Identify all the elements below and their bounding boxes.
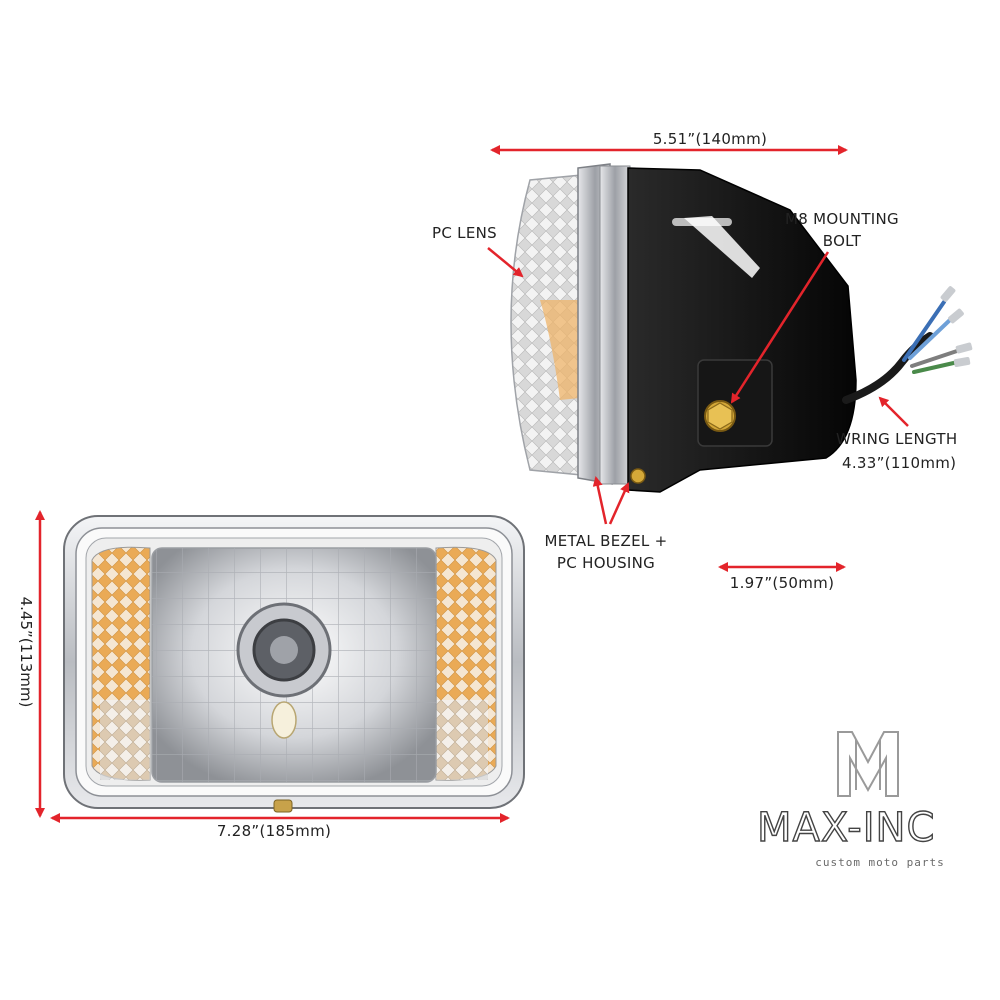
- bezel-label-line1: METAL BEZEL +: [544, 532, 668, 550]
- height-dimension-label: 4.45”(113mm): [17, 596, 35, 708]
- bezel-label-line2: PC HOUSING: [556, 554, 656, 572]
- mounting-bolt-label-line2: BOLT: [822, 232, 862, 250]
- bolt-arrow: [730, 251, 830, 404]
- max-inc-logo-mark: [837, 731, 899, 797]
- brand-name: MAX-INC: [756, 804, 936, 851]
- pc-lens-arrow: [487, 247, 524, 278]
- side-view-headlight: [510, 163, 973, 493]
- dimension-arrows: [35, 145, 909, 823]
- depth-dimension-label: 5.51”(140mm): [652, 130, 768, 148]
- offset-dimension-label: 1.97”(50mm): [729, 574, 835, 592]
- mounting-bolt-label-line1: M8 MOUNTING: [785, 210, 899, 228]
- wiring-label-line2: 4.33”(110mm): [842, 454, 957, 472]
- brand-tagline: custom moto parts: [815, 856, 945, 869]
- width-dimension-label: 7.28”(185mm): [216, 822, 332, 840]
- bezel-arrow-2: [608, 482, 630, 525]
- pc-lens-label: PC LENS: [432, 224, 497, 242]
- wiring-label-line1: WRING LENGTH: [836, 430, 958, 448]
- wiring-arrow: [878, 396, 909, 427]
- front-view-headlight: [63, 515, 525, 813]
- bezel-arrow-1: [592, 476, 608, 525]
